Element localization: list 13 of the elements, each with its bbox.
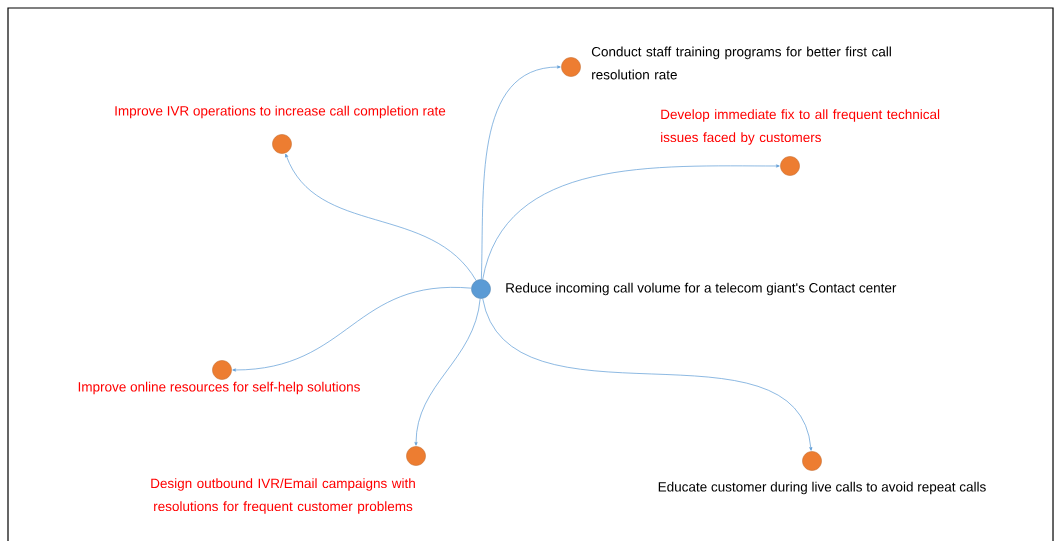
arrow <box>481 65 561 280</box>
node-label: Improve online resources for self-help solutions <box>78 381 360 395</box>
node-label: Design outbound IVR/Email campaigns with resolutions for frequent customer problems <box>151 478 415 514</box>
node-label: Educate customer during live calls to avoid repeat calls <box>658 481 986 495</box>
node-label: Develop immediate fix to all frequent technical issues faced by customers <box>661 109 940 145</box>
arrow <box>232 287 472 372</box>
arrow <box>482 298 813 451</box>
node-label: Reduce incoming call volume for a telecom giant's Contact center <box>506 282 897 296</box>
node-label: Conduct staff training programs for better first call resolution rate <box>591 46 891 80</box>
arrow <box>482 164 780 280</box>
arrow <box>285 153 477 281</box>
node-label: Improve IVR operations to increase call completion rate <box>115 105 446 119</box>
arrow <box>414 298 481 446</box>
